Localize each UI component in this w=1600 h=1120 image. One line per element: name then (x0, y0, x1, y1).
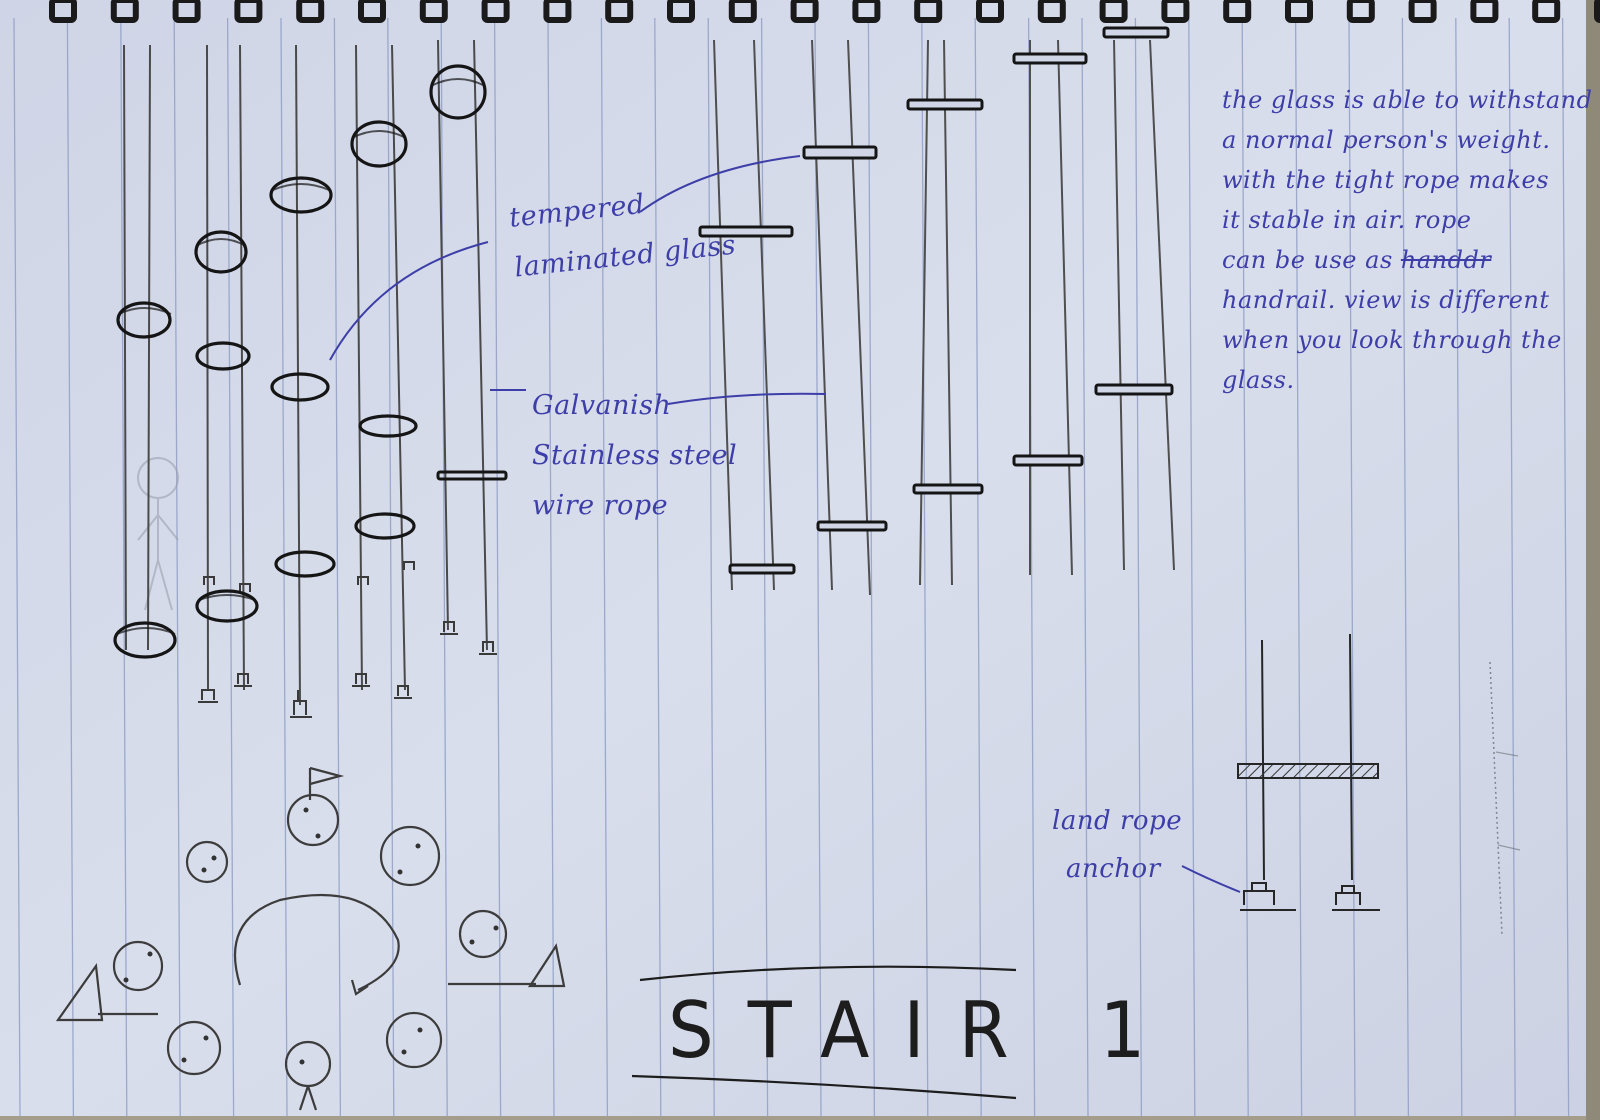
spiral-ring (172, 0, 201, 23)
description-line: glass. (1222, 366, 1295, 394)
rule-line (493, 17, 502, 1117)
description-line-with-strike: can be use as handdr (1222, 248, 1592, 288)
rule-line (1294, 17, 1303, 1117)
spiral-ring (358, 0, 386, 23)
rule-line (1401, 17, 1410, 1117)
spiral-ring (234, 0, 263, 23)
spiral-ring (1408, 0, 1437, 23)
description-line: a normal person's weight. (1222, 126, 1551, 154)
annotation-line: land rope (1052, 806, 1183, 836)
spiral-ring (1037, 0, 1066, 23)
spiral-ring (110, 0, 139, 23)
description-line: when you look through the (1222, 326, 1562, 354)
rule-line (547, 17, 555, 1117)
spiral-ring (1223, 0, 1252, 23)
rule-line (66, 17, 75, 1117)
rule-line (1561, 17, 1570, 1117)
flat-glass-treads (698, 26, 1174, 575)
annotation-line: anchor (1066, 854, 1161, 884)
rule-line (921, 17, 929, 1117)
description-line: handrail. view is different (1222, 286, 1550, 314)
erased-figure-sketch (137, 457, 179, 611)
rule-line (1081, 17, 1089, 1117)
struck-word: handdr (1400, 246, 1492, 274)
spiral-ring (49, 0, 77, 23)
rule-line (600, 17, 609, 1117)
spiral-ring (1099, 0, 1128, 23)
spiral-ring (728, 0, 757, 23)
rule-line (974, 17, 982, 1117)
rule-line (814, 17, 822, 1117)
anchor-detail-drawing (1237, 633, 1380, 911)
rule-line (173, 17, 181, 1117)
wire-rope-annotation: Galvanish Stainless steel wire rope (532, 392, 737, 542)
spiral-ring (419, 0, 448, 23)
annotation-line: wire rope (532, 490, 669, 521)
spiral-ring (605, 0, 634, 23)
rule-line (1508, 17, 1516, 1117)
rule-line (1188, 17, 1196, 1117)
ruled-lines (13, 17, 1570, 1117)
spiral-ring (1594, 0, 1600, 23)
rule-line (120, 17, 128, 1117)
rule-line (1455, 17, 1463, 1117)
spiral-ring (296, 0, 325, 23)
anchor-annotation: land rope anchor (1052, 808, 1182, 904)
annotation-line: Galvanish (532, 390, 672, 421)
spiral-ring (667, 0, 695, 23)
description-line: it stable in air. rope (1222, 206, 1472, 234)
rule-line (1241, 17, 1249, 1117)
design-description: the glass is able to withstand a normal … (1222, 88, 1592, 408)
plan-view-sketch (55, 766, 566, 1111)
spiral-binding (49, 0, 1600, 23)
rule-line (1348, 17, 1356, 1117)
description-line: the glass is able to withstand (1222, 86, 1593, 114)
spiral-ring (481, 0, 510, 23)
annotation-line: Stainless steel (532, 440, 738, 471)
rule-line (13, 17, 21, 1117)
spiral-ring (1285, 0, 1313, 23)
rope-anchors-left (198, 561, 497, 718)
spiral-ring (1161, 0, 1190, 23)
spiral-ring (914, 0, 943, 23)
spiral-ring (1532, 0, 1561, 23)
round-glass-steps (113, 64, 487, 659)
spiral-ring (976, 0, 1004, 23)
rule-line (387, 17, 395, 1117)
rule-line (440, 17, 448, 1117)
spiral-ring (1470, 0, 1499, 23)
spiral-ring (852, 0, 881, 23)
spiral-ring (1346, 0, 1375, 23)
rule-line (333, 17, 342, 1117)
annotation-leaders (329, 155, 1241, 893)
page-title: STAIR 1 (668, 984, 1180, 1076)
title-underlines (631, 965, 1017, 1100)
spiral-ring (543, 0, 572, 23)
description-line: with the tight rope makes (1222, 166, 1550, 194)
spiral-ring (790, 0, 819, 23)
rule-line (226, 17, 235, 1117)
description-line: can be use as (1222, 246, 1401, 274)
rule-line (280, 17, 288, 1117)
rule-line (867, 17, 876, 1117)
rule-line (1134, 17, 1143, 1117)
rule-line (707, 17, 715, 1117)
